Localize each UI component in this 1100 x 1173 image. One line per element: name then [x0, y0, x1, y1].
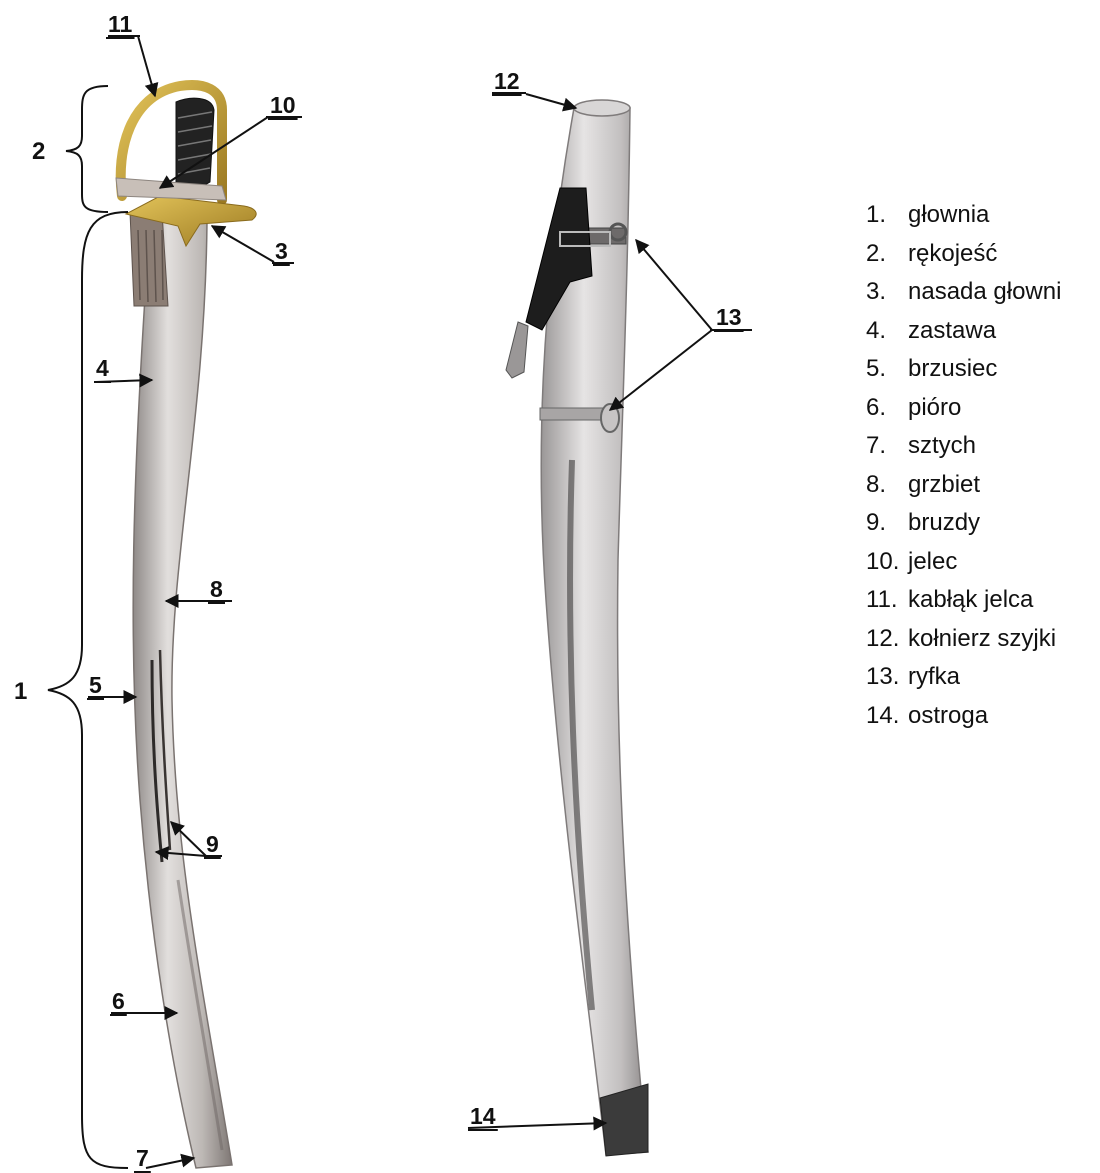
- legend-label: grzbiet: [908, 471, 980, 498]
- legend-number: 9.: [866, 504, 908, 543]
- legend-item: 5.brzusiec: [866, 350, 1061, 389]
- callout-5: 5: [89, 672, 102, 698]
- legend-item: 4.zastawa: [866, 312, 1061, 351]
- sabre-blade: [133, 222, 232, 1168]
- sabre-illustration: [116, 85, 256, 1168]
- legend-label: rękojeść: [908, 240, 997, 267]
- callout-8: 8: [210, 576, 223, 602]
- callout-7: 7: [136, 1145, 149, 1171]
- callout-10: 10: [270, 92, 296, 118]
- callout-12: 12: [494, 68, 520, 94]
- legend-label: ryfka: [908, 663, 960, 690]
- legend-number: 6.: [866, 389, 908, 428]
- legend-item: 6.pióro: [866, 389, 1061, 428]
- legend-label: nasada głowni: [908, 278, 1061, 305]
- legend-number: 8.: [866, 466, 908, 505]
- legend-label: sztych: [908, 432, 976, 459]
- legend-number: 12.: [866, 620, 908, 659]
- callout-9: 9: [206, 831, 219, 857]
- legend-item: 2.rękojeść: [866, 235, 1061, 274]
- legend-item: 11.kabłąk jelca: [866, 581, 1061, 620]
- legend-label: pióro: [908, 394, 961, 421]
- legend-number: 10.: [866, 543, 908, 582]
- legend-item: 1.głownia: [866, 196, 1061, 235]
- legend-item: 7.sztych: [866, 427, 1061, 466]
- callout-2: 2: [32, 138, 45, 165]
- legend-label: bruzdy: [908, 509, 980, 536]
- scabbard-illustration: [506, 100, 648, 1156]
- parts-legend: 1.głownia 2.rękojeść 3.nasada głowni 4.z…: [866, 196, 1061, 735]
- brace-1: [48, 212, 128, 1168]
- legend-item: 13.ryfka: [866, 658, 1061, 697]
- legend-number: 5.: [866, 350, 908, 389]
- strap-clip: [506, 322, 528, 378]
- brace-2: [66, 86, 108, 212]
- callout-6: 6: [112, 988, 125, 1014]
- callout-1: 1: [14, 678, 27, 705]
- lower-ring: [601, 404, 619, 432]
- legend-number: 3.: [866, 273, 908, 312]
- legend-label: jelec: [908, 548, 957, 575]
- scabbard-mouth: [574, 100, 630, 116]
- legend-label: zastawa: [908, 317, 996, 344]
- callout-3: 3: [275, 238, 288, 264]
- legend-label: brzusiec: [908, 355, 997, 382]
- callout-11: 11: [108, 11, 133, 37]
- legend-number: 4.: [866, 312, 908, 351]
- legend-label: kabłąk jelca: [908, 586, 1033, 613]
- legend-number: 13.: [866, 658, 908, 697]
- legend-label: ostroga: [908, 702, 988, 729]
- legend-number: 14.: [866, 697, 908, 736]
- callout-13: 13: [716, 304, 742, 330]
- legend-item: 12.kołnierz szyjki: [866, 620, 1061, 659]
- callout-4: 4: [96, 355, 109, 381]
- legend-item: 9.bruzdy: [866, 504, 1061, 543]
- legend-item: 10.jelec: [866, 543, 1061, 582]
- callout-14: 14: [470, 1103, 496, 1129]
- legend-number: 11.: [866, 581, 908, 620]
- legend-number: 1.: [866, 196, 908, 235]
- legend-item: 8.grzbiet: [866, 466, 1061, 505]
- legend-item: 3.nasada głowni: [866, 273, 1061, 312]
- legend-label: kołnierz szyjki: [908, 625, 1056, 652]
- legend-label: głownia: [908, 201, 989, 228]
- legend-number: 2.: [866, 235, 908, 274]
- legend-item: 14.ostroga: [866, 697, 1061, 736]
- legend-number: 7.: [866, 427, 908, 466]
